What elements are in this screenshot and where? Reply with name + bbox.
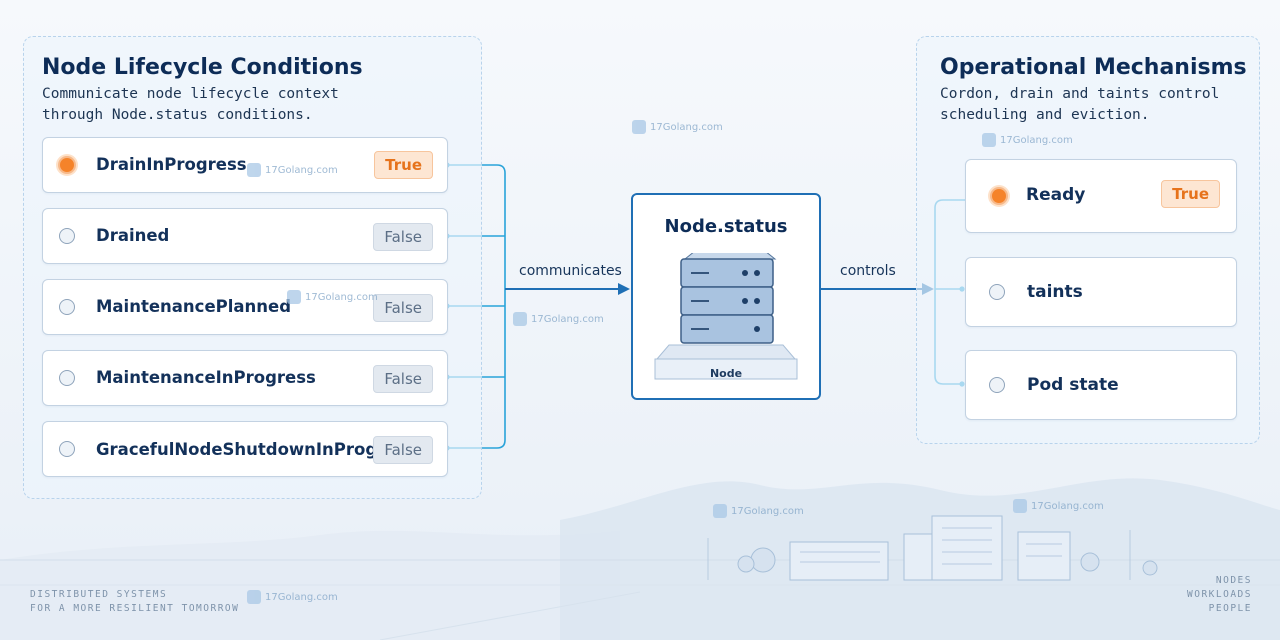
server-icon <box>654 253 798 380</box>
footer-keywords: NODES WORKLOADS PEOPLE <box>1187 574 1252 616</box>
node-status-box[interactable]: Node.status Node <box>631 193 821 400</box>
node-status-title: Node.status <box>664 216 788 237</box>
status-badge-false: False <box>373 294 433 322</box>
radio-indicator <box>59 370 75 386</box>
condition-card-drain-in-progress[interactable]: DrainInProgress True <box>42 137 448 193</box>
footer-keyword-people: PEOPLE <box>1208 603 1252 614</box>
left-panel-subtitle: Communicate node lifecycle context throu… <box>42 86 339 123</box>
mechanism-card-taints[interactable]: taints <box>965 257 1237 327</box>
node-label: Node <box>709 367 743 380</box>
radio-indicator-active <box>58 156 76 174</box>
watermark: 17Golang.com <box>513 312 604 326</box>
edge-label-controls: controls <box>840 263 896 279</box>
status-badge-false: False <box>373 223 433 251</box>
radio-indicator <box>989 284 1005 300</box>
footer-tagline-line2: FOR A MORE RESILIENT TOMORROW <box>30 603 240 614</box>
mechanism-label: Ready <box>1026 185 1086 205</box>
radio-indicator <box>59 441 75 457</box>
edge-label-communicates: communicates <box>519 263 622 279</box>
condition-card-drained[interactable]: Drained False <box>42 208 448 264</box>
condition-label: GracefulNodeShutdownInProgress <box>96 440 417 459</box>
mechanism-label: taints <box>1027 282 1083 302</box>
condition-label: DrainInProgress <box>96 155 247 174</box>
watermark: 17Golang.com <box>247 590 338 604</box>
watermark: 17Golang.com <box>713 504 804 518</box>
watermark: 17Golang.com <box>982 133 1073 147</box>
footer-keyword-workloads: WORKLOADS <box>1187 589 1252 600</box>
footer-tagline-line1: DISTRIBUTED SYSTEMS <box>30 589 168 600</box>
left-panel-title: Node Lifecycle Conditions <box>42 55 363 80</box>
status-badge-true: True <box>374 151 433 179</box>
watermark: 17Golang.com <box>632 120 723 134</box>
footer-keyword-nodes: NODES <box>1215 575 1252 586</box>
condition-label: Drained <box>96 226 170 245</box>
status-badge-false: False <box>373 365 433 393</box>
radio-indicator <box>59 299 75 315</box>
right-panel-title: Operational Mechanisms <box>940 55 1247 80</box>
condition-card-graceful-node-shutdown[interactable]: GracefulNodeShutdownInProgress False <box>42 421 448 477</box>
watermark: 17Golang.com <box>1013 499 1104 513</box>
condition-label: MaintenancePlanned <box>96 297 292 316</box>
radio-indicator-active <box>990 187 1008 205</box>
mechanism-card-ready[interactable]: Ready True <box>965 159 1237 233</box>
condition-card-maintenance-in-progress[interactable]: MaintenanceInProgress False <box>42 350 448 406</box>
watermark: 17Golang.com <box>287 290 378 304</box>
radio-indicator <box>59 228 75 244</box>
footer-tagline: DISTRIBUTED SYSTEMS FOR A MORE RESILIENT… <box>30 588 239 616</box>
status-badge-true: True <box>1161 180 1220 208</box>
right-panel-subtitle: Cordon, drain and taints control schedul… <box>940 86 1220 123</box>
mechanism-label: Pod state <box>1027 375 1119 395</box>
status-badge-false: False <box>373 436 433 464</box>
radio-indicator <box>989 377 1005 393</box>
condition-card-maintenance-planned[interactable]: MaintenancePlanned False <box>42 279 448 335</box>
watermark: 17Golang.com <box>247 163 338 177</box>
mechanism-card-pod-state[interactable]: Pod state <box>965 350 1237 420</box>
condition-label: MaintenanceInProgress <box>96 368 316 387</box>
